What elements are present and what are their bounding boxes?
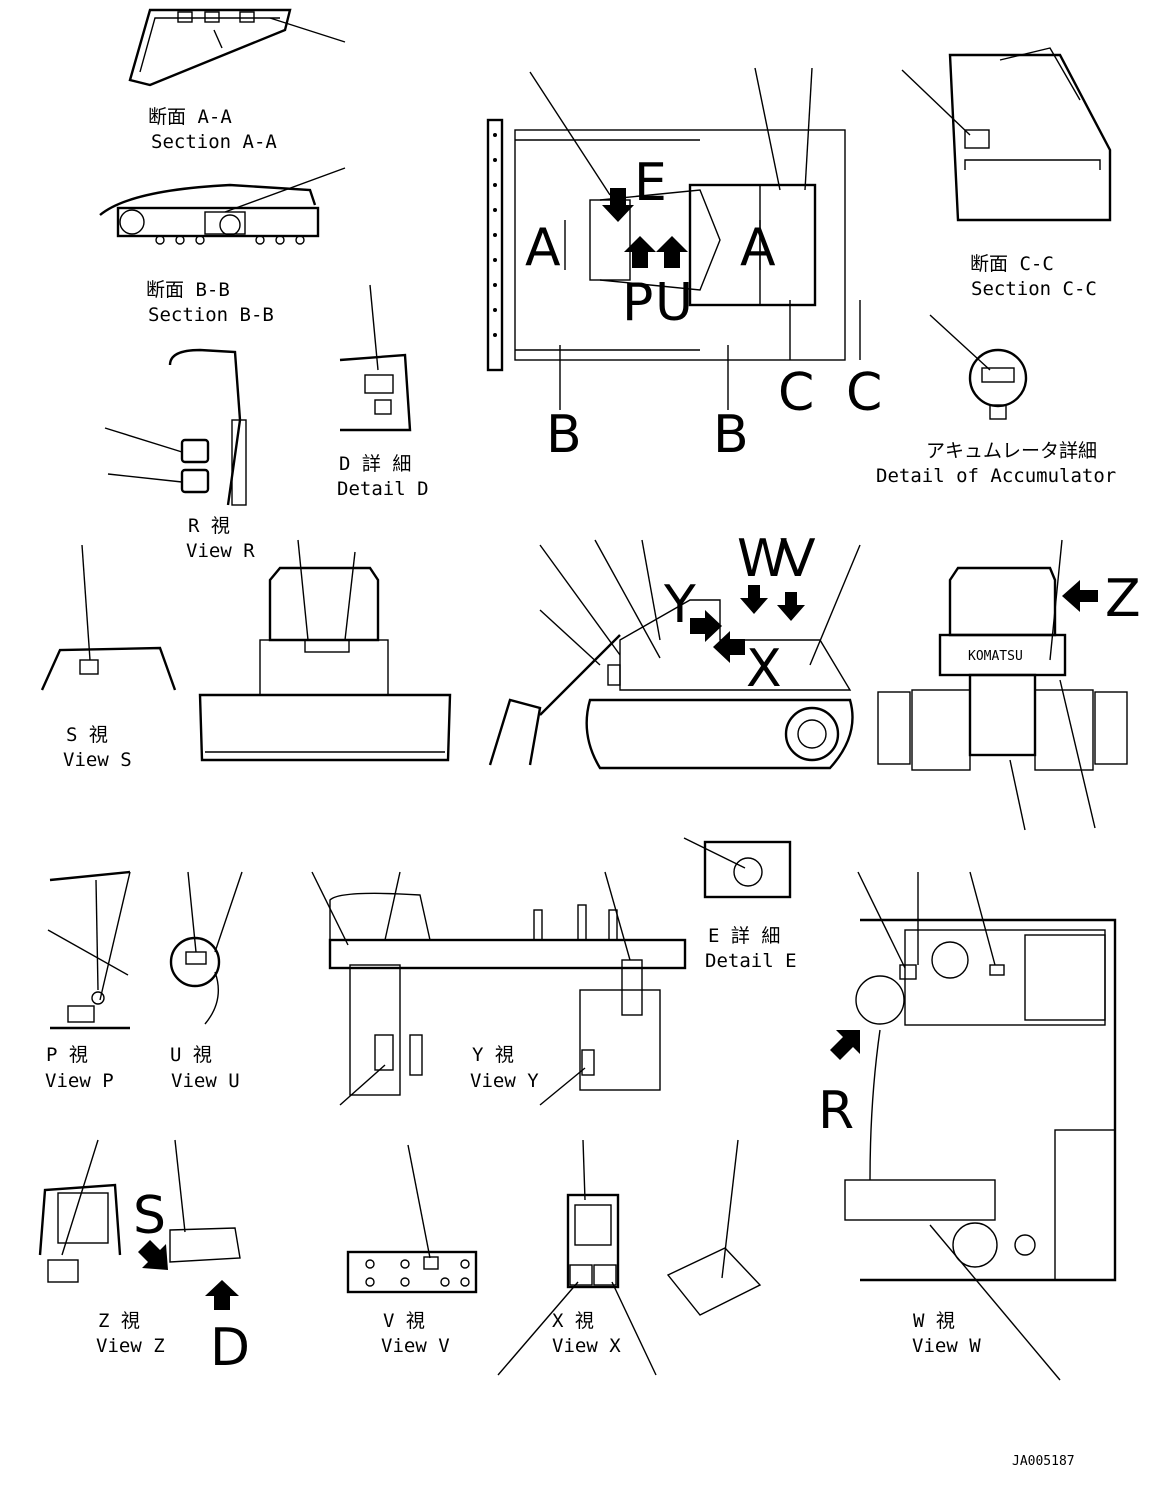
view-w-en-label: View W [912,1335,981,1357]
view-v-en-label: View V [381,1335,450,1357]
view-x-jp-label: X 視 [552,1310,594,1332]
view-y-jp-label: Y 視 [472,1044,514,1066]
view-y-en-label: View Y [470,1070,539,1092]
detail-e-jp-label: E 詳 細 [708,925,780,947]
detail-d-drawing: D 詳 細 Detail D [337,284,429,500]
marker-u: U [655,273,693,333]
marker-v: V [780,529,816,589]
section-aa-drawing: 断面 A-A Section A-A [128,8,346,153]
marker-c-left: C [778,363,814,423]
brand-logo-text: KOMATSU [968,649,1023,664]
marker-b-left: B [546,405,582,465]
view-z-jp-label: Z 視 [98,1310,140,1332]
view-p-drawing: P 視 View P [45,870,131,1092]
view-y-drawing: Y 視 View Y [311,871,687,1106]
section-aa-en-label: Section A-A [151,131,277,153]
view-u-jp-label: U 視 [170,1044,212,1066]
section-bb-en-label: Section B-B [148,304,274,326]
marker-z: Z [1105,569,1141,629]
view-v-jp-label: V 視 [383,1310,425,1332]
view-r-en-label: View R [186,540,255,562]
section-bb-jp-label: 断面 B-B [146,279,230,301]
accumulator-en-label: Detail of Accumulator [876,465,1116,487]
detail-d-en-label: Detail D [337,478,429,500]
marker-a-right: A [740,218,776,278]
section-cc-drawing: 断面 C-C Section C-C [901,47,1112,300]
dozer-rear-view-drawing: KOMATSU Z [877,539,1141,831]
section-cc-jp-label: 断面 C-C [970,253,1054,275]
marker-c-right: C [846,363,882,423]
dozer-front-view-drawing [198,539,452,762]
marker-b-right: B [713,405,749,465]
marker-d: D [210,1318,250,1378]
view-s-drawing: S 視 View S [40,544,177,771]
view-u-drawing: U 視 View U [169,871,243,1092]
view-z-drawing: S D Z 視 View Z [38,1139,250,1378]
view-w-drawing: R W 視 View W [818,871,1117,1381]
accumulator-detail-drawing: アキュムレータ詳細 Detail of Accumulator [876,314,1116,487]
marker-a-left: A [525,218,561,278]
marker-x: X [746,639,782,699]
drawing-code: JA005187 [1012,1454,1075,1469]
marker-p: P [622,273,653,333]
marker-s: S [133,1186,166,1246]
view-r-drawing: R 視 View R [104,348,255,562]
view-x-drawing: X 視 View X [497,1139,762,1376]
marker-r: R [818,1081,854,1141]
marker-w: W [737,529,788,589]
section-cc-en-label: Section C-C [971,278,1097,300]
view-w-jp-label: W 視 [913,1310,955,1332]
detail-d-jp-label: D 詳 細 [339,453,411,475]
view-s-jp-label: S 視 [66,724,108,746]
detail-e-drawing: E 詳 細 Detail E [683,837,797,972]
view-p-jp-label: P 視 [46,1044,88,1066]
view-p-en-label: View P [45,1070,114,1092]
detail-e-en-label: Detail E [705,950,797,972]
section-aa-jp-label: 断面 A-A [148,106,232,128]
view-u-en-label: View U [171,1070,240,1092]
dozer-side-view-drawing: Y W V X [488,529,861,770]
marker-e: E [634,153,667,213]
view-v-drawing: V 視 View V [346,1144,478,1357]
view-x-en-label: View X [552,1335,621,1357]
dozer-top-plan-drawing: E A A P U B B C C [486,67,882,465]
view-r-jp-label: R 視 [188,515,230,537]
view-z-en-label: View Z [96,1335,165,1357]
view-s-en-label: View S [63,749,132,771]
section-bb-drawing: 断面 B-B Section B-B [99,167,346,326]
accumulator-jp-label: アキュムレータ詳細 [926,440,1097,462]
